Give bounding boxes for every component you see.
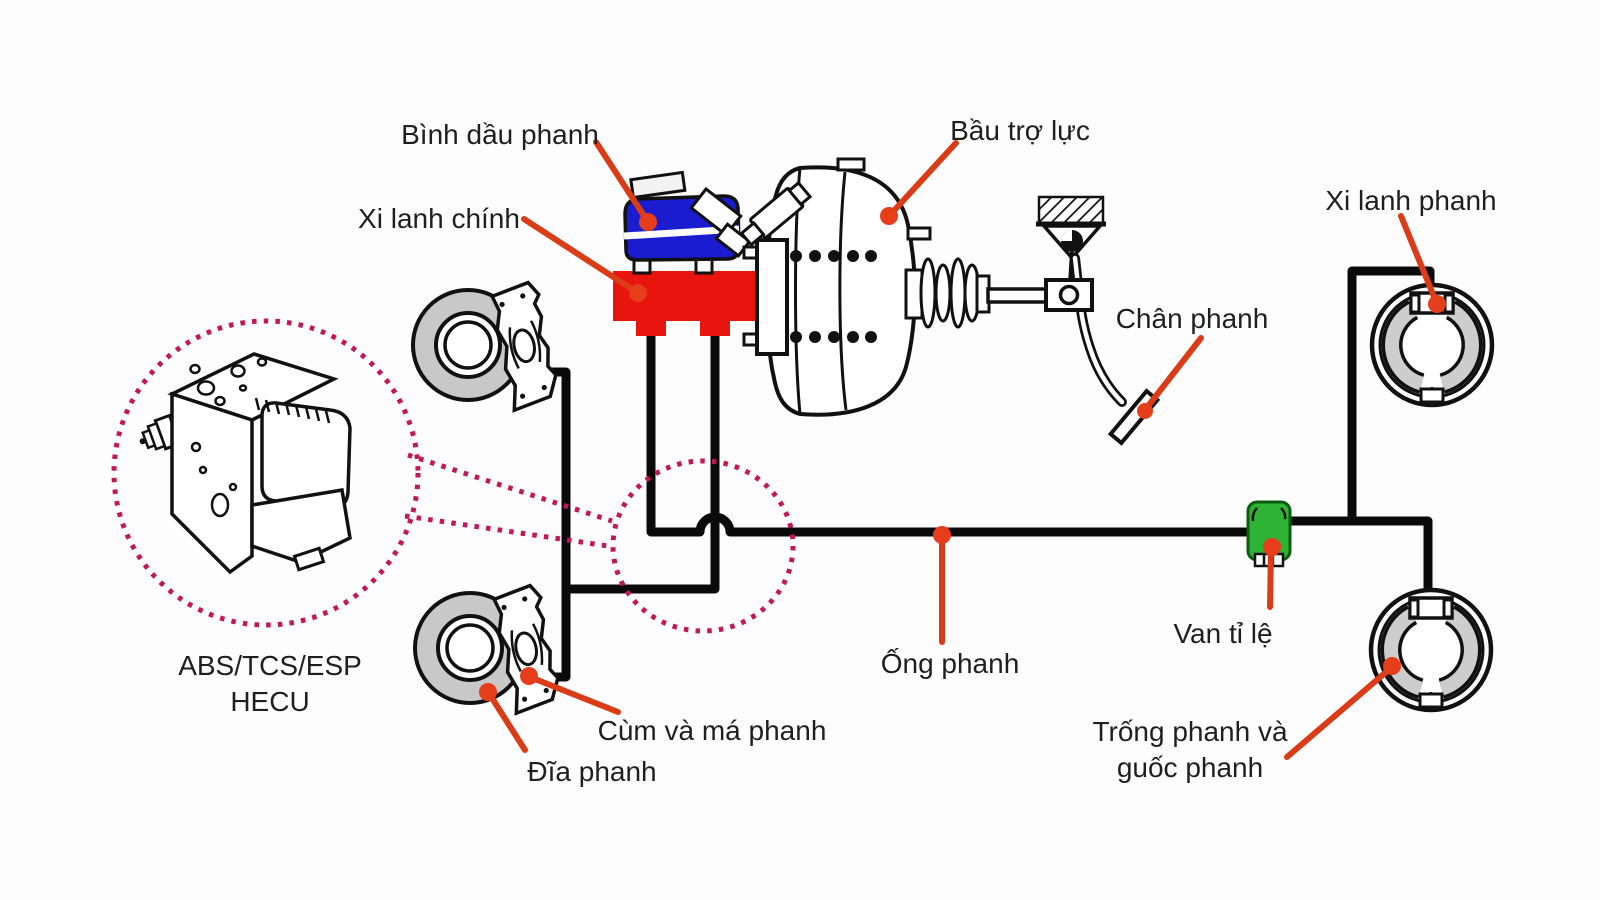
booster-stud <box>906 226 932 241</box>
pedal-pivot-highlight <box>1061 230 1072 241</box>
abs-hecu-unit <box>139 352 352 575</box>
rear-circuit-pipe <box>1287 516 1433 591</box>
leader-drum <box>1284 664 1395 760</box>
rear-drum-brake-lower <box>1371 590 1491 710</box>
leader-dot-valve <box>1263 538 1281 556</box>
leader-dot-disc <box>479 683 497 701</box>
leader-valve <box>1267 545 1274 610</box>
clevis-pin <box>1058 284 1080 306</box>
brake-booster <box>739 157 1050 417</box>
abs-ecu-box <box>260 401 352 509</box>
abs-top-ports <box>189 357 268 407</box>
label-drum-brake: Trống phanh và guốc phanh <box>1092 714 1287 786</box>
primary-outlet-pipe <box>646 328 1250 537</box>
secondary-outlet-pipe <box>566 328 720 594</box>
callout-leaders <box>479 139 1446 760</box>
label-wheel-cylinder: Xi lanh phanh <box>1325 185 1497 216</box>
leader-dot-brake-line <box>933 526 951 544</box>
abs-connector-box <box>250 487 352 564</box>
leader-pedal <box>1142 335 1204 413</box>
valve-detail <box>1251 507 1258 522</box>
abs-connector-tab <box>292 546 326 572</box>
outlet-port-primary <box>636 318 666 336</box>
dotted-connector-upper <box>407 452 613 524</box>
label-abs-line2: HECU <box>230 685 310 717</box>
pushrod-bellows <box>919 257 991 329</box>
label-booster: Bầu trợ lực <box>950 115 1090 146</box>
leader-dot-pedal <box>1137 403 1153 419</box>
booster-bolt-row <box>790 250 877 343</box>
reservoir-cap <box>629 170 687 200</box>
label-pedal: Chân phanh <box>1115 303 1269 334</box>
outlet-port-secondary <box>700 318 730 336</box>
label-caliper-pads: Cùm và má phanh <box>597 715 827 746</box>
leader-dot-reservoir <box>639 213 657 231</box>
leader-wheel-cylinder <box>1398 213 1440 307</box>
booster-top-port <box>836 157 866 172</box>
leader-dot-booster <box>880 207 898 225</box>
dotted-connector-lower <box>404 513 609 549</box>
leader-master-cylinder <box>521 216 641 296</box>
proportioning-valve <box>1246 500 1292 568</box>
leader-caliper <box>532 676 621 715</box>
label-master-cylinder: Xi lanh chính <box>358 203 520 234</box>
leader-dot-caliper <box>520 667 538 685</box>
label-drum-line1: Trống phanh và <box>1092 716 1288 747</box>
label-reservoir: Bình dầu phanh <box>401 119 599 150</box>
label-brake-line: Ống phanh <box>880 648 1020 679</box>
abs-valve-block-front <box>170 391 254 575</box>
label-drum-line2: guốc phanh <box>1116 751 1264 783</box>
junction-dotted-circle <box>610 458 796 634</box>
leader-dot-wheel-cylinder <box>1428 295 1446 313</box>
leader-dot-master-cylinder <box>629 284 647 302</box>
check-valve-fitting <box>739 180 813 247</box>
pedal-mount <box>1037 195 1105 225</box>
label-proportioning-valve: Van tỉ lệ <box>1173 618 1273 649</box>
leader-disc <box>487 692 528 753</box>
label-abs-hecu: ABS/TCS/ESP HECU <box>178 648 362 720</box>
mounting-flange <box>755 238 789 356</box>
abs-ecu-ribs <box>254 397 331 424</box>
valve-detail <box>1280 507 1287 520</box>
booster-seam-front <box>838 171 848 411</box>
brake-pipes <box>538 266 1435 682</box>
leader-dot-drum <box>1383 657 1401 675</box>
push-rod <box>986 287 1050 304</box>
label-abs-line1: ABS/TCS/ESP <box>178 650 362 681</box>
front-disc-brake-upper <box>411 278 564 413</box>
master-cylinder-assembly <box>613 170 765 336</box>
leader-booster <box>886 140 959 219</box>
label-brake-disc: Đĩa phanh <box>527 756 657 787</box>
leader-reservoir <box>593 139 651 225</box>
abs-dotted-circle <box>111 318 421 628</box>
abs-face-details <box>190 441 238 518</box>
